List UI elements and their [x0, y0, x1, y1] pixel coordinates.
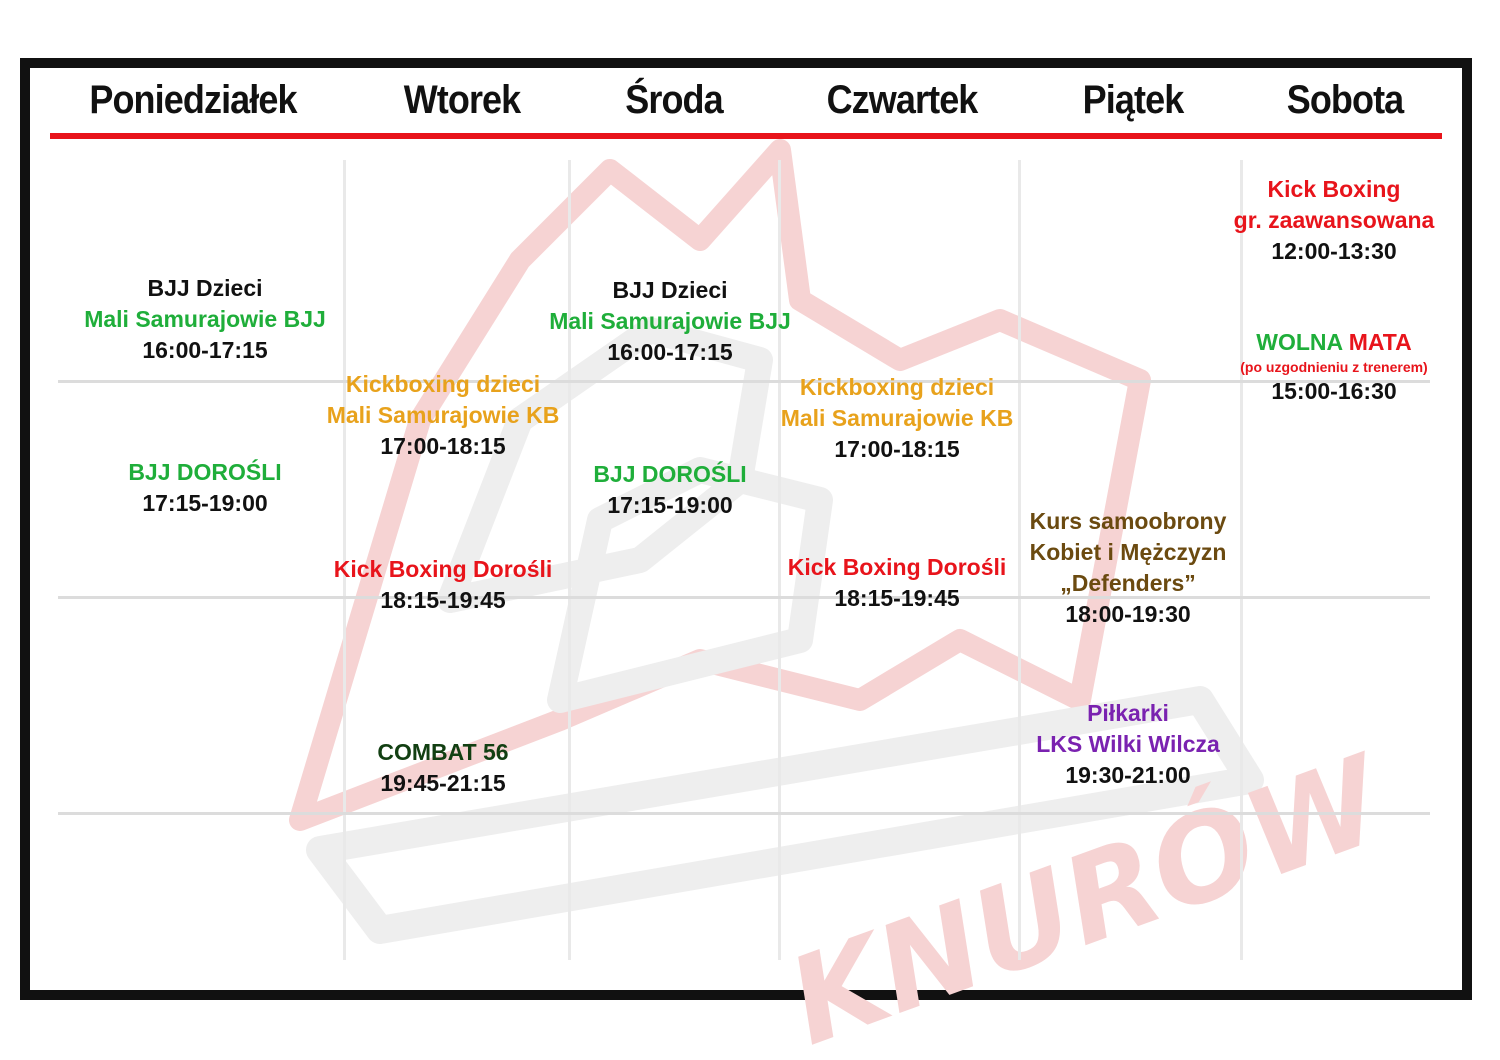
- class-name: Kick Boxing: [1267, 176, 1401, 202]
- class-time: 17:15-19:00: [142, 490, 268, 516]
- class-name: Mali Samurajowie KB: [780, 405, 1014, 431]
- class-name: Kickboxing dzieci: [345, 371, 541, 397]
- class-name: Mali Samurajowie BJJ: [549, 308, 791, 334]
- grid-row-line: [58, 812, 1430, 815]
- day-header-monday: Poniedziałek: [89, 78, 297, 122]
- class-name: Mali Samurajowie BJJ: [84, 306, 326, 332]
- class-name: gr. zaawansowana: [1233, 207, 1435, 233]
- schedule-frame: [20, 58, 1472, 1000]
- class-time: 16:00-17:15: [142, 337, 268, 363]
- class-time: 12:00-13:30: [1271, 238, 1397, 264]
- class-name: Piłkarki: [1087, 700, 1169, 726]
- class-name: Kurs samoobrony: [1029, 508, 1227, 534]
- day-header-friday: Piątek: [1082, 78, 1185, 122]
- grid-column-line: [343, 160, 346, 960]
- class-time: 17:00-18:15: [834, 436, 960, 462]
- class-name-part: WOLNA: [1256, 329, 1349, 355]
- class-time: 18:15-19:45: [834, 585, 960, 611]
- class-name: Kick Boxing Dorośli: [333, 556, 553, 582]
- header-divider: [50, 133, 1442, 139]
- class-name: BJJ Dzieci: [612, 277, 728, 303]
- class-block: Kick Boxing Dorośli 18:15-19:45: [334, 554, 553, 616]
- class-time: 18:00-19:30: [1065, 601, 1191, 627]
- class-block: Kick Boxing gr. zaawansowana 12:00-13:30: [1234, 174, 1435, 267]
- class-name: Kickboxing dzieci: [799, 374, 995, 400]
- day-header-saturday: Sobota: [1286, 78, 1404, 122]
- class-name: COMBAT 56: [377, 739, 509, 765]
- class-name: „Defenders”: [1060, 570, 1196, 596]
- day-header-tuesday: Wtorek: [403, 78, 522, 122]
- class-name: BJJ Dzieci: [147, 275, 263, 301]
- class-name: Kobiet i Mężczyzn: [1029, 539, 1227, 565]
- day-header-thursday: Czwartek: [826, 78, 979, 122]
- day-header-wednesday: Środa: [625, 78, 723, 122]
- grid-row-line: [58, 380, 1430, 383]
- class-block: WOLNA MATA(po uzgodnieniu z trenerem)15:…: [1240, 327, 1427, 407]
- grid-column-line: [568, 160, 571, 960]
- class-time: 17:00-18:15: [380, 433, 506, 459]
- class-time: 17:15-19:00: [607, 492, 733, 518]
- class-name: BJJ DOROŚLI: [593, 461, 747, 487]
- class-time: 16:00-17:15: [607, 339, 733, 365]
- class-time: 19:30-21:00: [1065, 762, 1191, 788]
- class-name: Kick Boxing Dorośli: [787, 554, 1007, 580]
- class-name: LKS Wilki Wilcza: [1036, 731, 1220, 757]
- class-block: Kick Boxing Dorośli 18:15-19:45: [788, 552, 1007, 614]
- class-time: 15:00-16:30: [1271, 378, 1397, 404]
- class-name: BJJ DOROŚLI: [128, 459, 282, 485]
- class-block: COMBAT 56 19:45-21:15: [377, 737, 508, 799]
- grid-row-line: [58, 596, 1430, 599]
- class-note: (po uzgodnieniu z trenerem): [1240, 359, 1428, 375]
- class-block: BJJ DOROŚLI 17:15-19:00: [593, 459, 746, 521]
- grid-column-line: [778, 160, 781, 960]
- class-block: BJJ DOROŚLI 17:15-19:00: [128, 457, 281, 519]
- grid-column-line: [1018, 160, 1021, 960]
- class-time: 19:45-21:15: [380, 770, 506, 796]
- class-name: Mali Samurajowie KB: [326, 402, 560, 428]
- grid-column-line: [1240, 160, 1243, 960]
- class-name-part: MATA: [1348, 329, 1412, 355]
- class-name: WOLNA MATA: [1240, 327, 1427, 358]
- class-time: 18:15-19:45: [380, 587, 506, 613]
